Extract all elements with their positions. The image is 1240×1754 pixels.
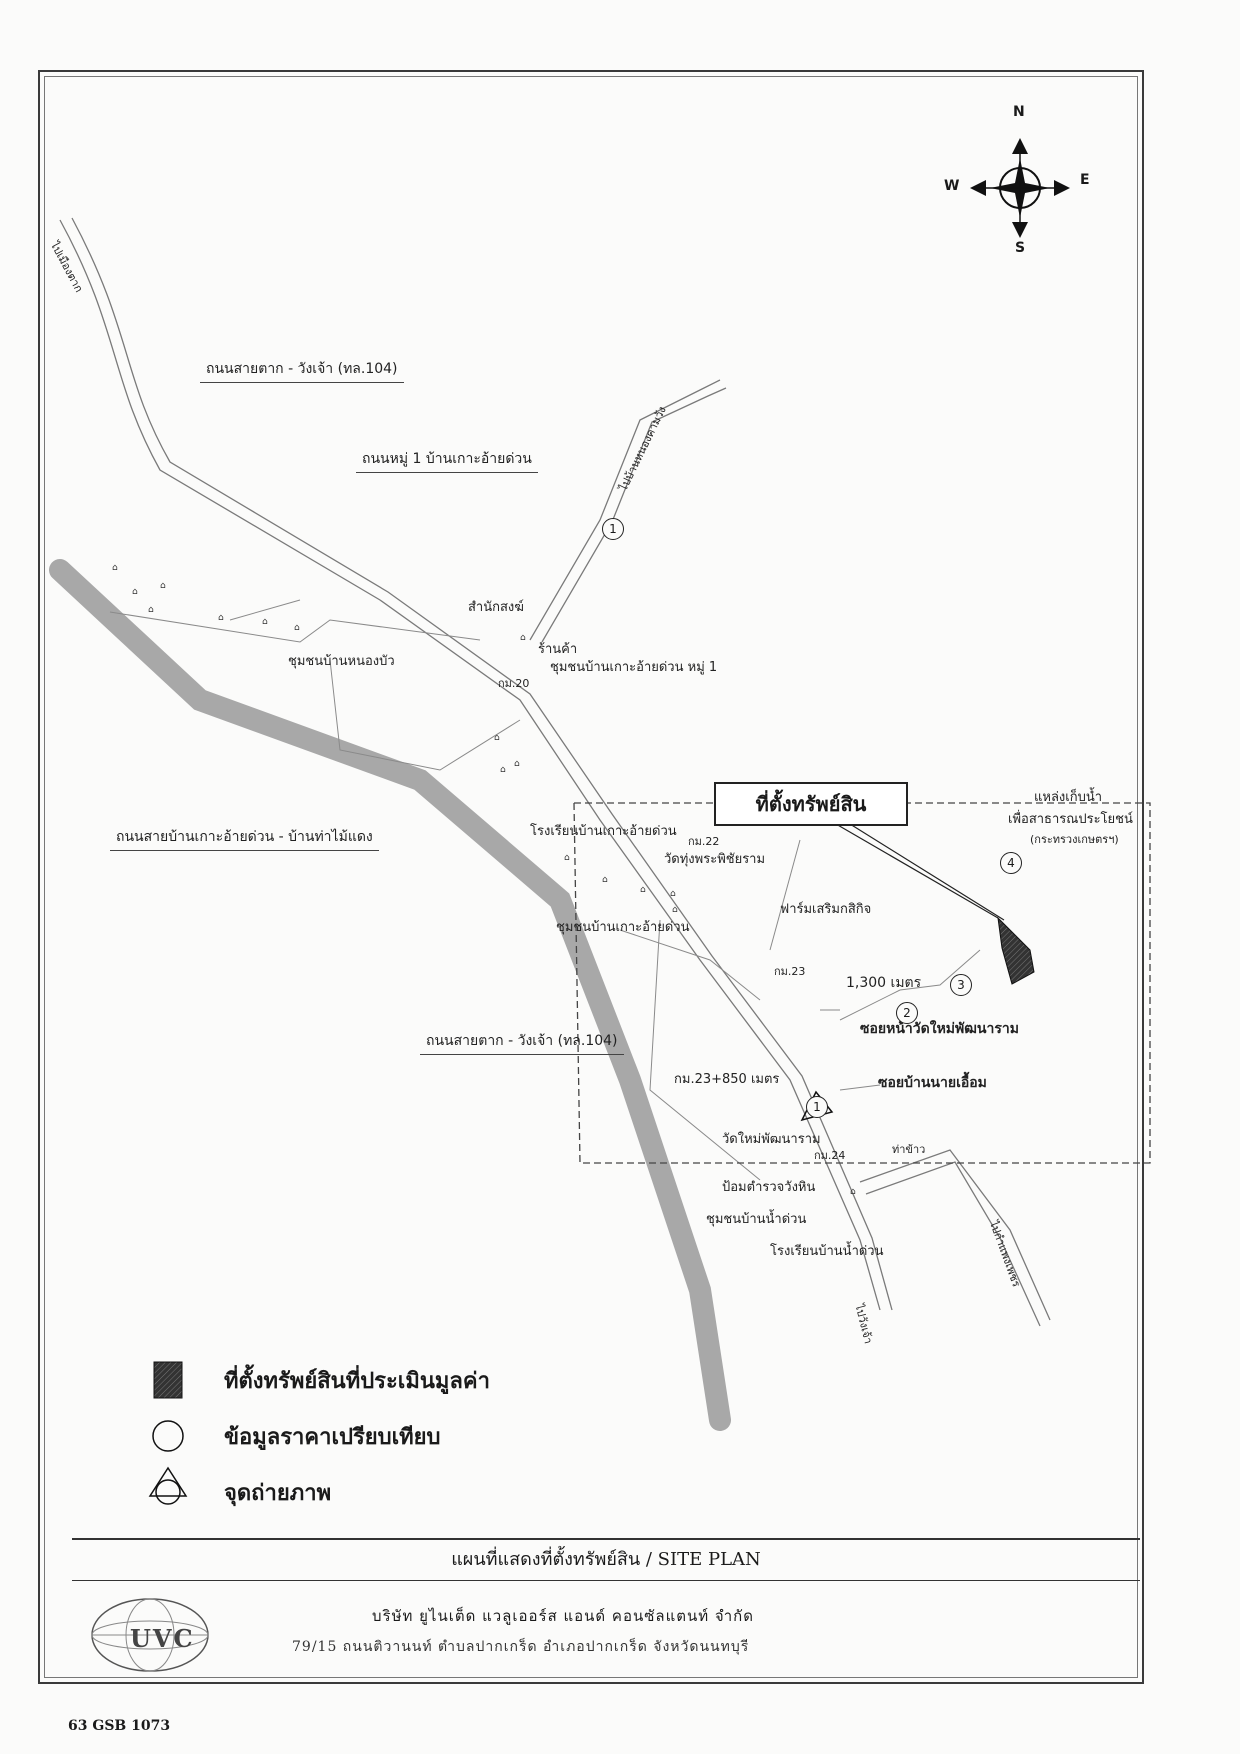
label-km23-850: กม.23+850 เมตร bbox=[674, 1072, 780, 1087]
legend-label-comparable: ข้อมูลราคาเปรียบเทียบ bbox=[224, 1424, 441, 1450]
label-sanak-song: สำนักสงฆ์ bbox=[468, 600, 524, 615]
svg-text:⌂: ⌂ bbox=[160, 581, 166, 591]
svg-text:⌂: ⌂ bbox=[132, 587, 138, 597]
svg-text:⌂: ⌂ bbox=[262, 617, 268, 627]
legend-property-icon bbox=[153, 1361, 183, 1399]
label-soi-nai: ซอยบ้านนายเอื้อม bbox=[878, 1075, 987, 1091]
compass-south: S bbox=[1015, 240, 1026, 256]
label-school-nam: โรงเรียนบ้านน้ำด่วน bbox=[770, 1244, 884, 1259]
highway-104 bbox=[59, 217, 893, 1311]
comparable-marker-2: 2 bbox=[896, 1002, 918, 1024]
svg-text:⌂: ⌂ bbox=[500, 765, 506, 775]
road-label-tha-mai-daeng: ถนนสายบ้านเกาะอ้ายด่วน - บ้านท่าไม้แดง bbox=[110, 826, 379, 851]
label-nong-bua: ชุมชนบ้านหนองบัว bbox=[288, 654, 395, 669]
legend-row-photo: จุดถ่ายภาพ bbox=[206, 1464, 490, 1520]
label-community-moo1: ชุมชนบ้านเกาะอ้ายด่วน หมู่ 1 bbox=[550, 660, 718, 675]
comparable-marker-4: 4 bbox=[1000, 852, 1022, 874]
label-police: ป้อมตำรวจวังหิน bbox=[722, 1180, 816, 1195]
legend-row-property: ที่ตั้งทรัพย์สินที่ประเมินมูลค่า bbox=[206, 1352, 490, 1408]
road-label-moo1: ถนนหมู่ 1 บ้านเกาะอ้ายด่วน bbox=[356, 448, 538, 473]
comparable-marker-3: 3 bbox=[950, 974, 972, 996]
uvc-logo-text: UVC bbox=[130, 1624, 195, 1653]
label-km22: กม.22 bbox=[688, 835, 720, 848]
compass-rose bbox=[970, 138, 1070, 238]
svg-text:⌂: ⌂ bbox=[672, 905, 678, 915]
legend-photo-icon bbox=[148, 1466, 188, 1505]
callout-leader bbox=[835, 823, 1005, 921]
svg-text:⌂: ⌂ bbox=[640, 885, 646, 895]
svg-text:⌂: ⌂ bbox=[494, 733, 500, 743]
minor-roads bbox=[109, 599, 981, 1181]
legend-comparable-icon bbox=[152, 1420, 184, 1452]
compass-east: E bbox=[1080, 172, 1090, 188]
svg-text:⌂: ⌂ bbox=[218, 613, 224, 623]
road-label-104-bottom: ถนนสายตาก - วังเจ้า (ทล.104) bbox=[420, 1030, 624, 1055]
site-plan-title: แผนที่แสดงที่ตั้งทรัพย์สิน / SITE PLAN bbox=[72, 1540, 1140, 1581]
company-address: 79/15 ถนนติวานนท์ ตำบลปากเกร็ด อำเภอปากเ… bbox=[292, 1639, 750, 1655]
label-soi-wat: ซอยหน้าวัดใหม่พัฒนาราม bbox=[860, 1021, 1019, 1037]
label-community-nam: ชุมชนบ้านน้ำด่วน bbox=[706, 1212, 807, 1227]
compass-north: N bbox=[1013, 104, 1025, 120]
label-reservoir-1: แหล่งเก็บน้ำ bbox=[1034, 790, 1103, 805]
label-tha-khao: ท่าข้าว bbox=[892, 1143, 926, 1156]
svg-text:⌂: ⌂ bbox=[514, 759, 520, 769]
map-sheet bbox=[38, 70, 1144, 1684]
map-legend: ที่ตั้งทรัพย์สินที่ประเมินมูลค่า ข้อมูลร… bbox=[150, 1352, 490, 1520]
label-community-ko: ชุมชนบ้านเกาะอ้ายด่วน bbox=[556, 920, 690, 935]
label-farm: ฟาร์มเสริมกสิกิจ bbox=[780, 902, 872, 917]
svg-text:⌂: ⌂ bbox=[602, 875, 608, 885]
legend-label-photo: จุดถ่ายภาพ bbox=[224, 1480, 332, 1506]
label-km24: กม.24 bbox=[814, 1149, 846, 1162]
label-shop: ร้านค้า bbox=[538, 642, 578, 657]
label-school-ko: โรงเรียนบ้านเกาะอ้ายด่วน bbox=[530, 824, 677, 839]
label-km23: กม.23 bbox=[774, 965, 806, 978]
comparable-marker-1: 1 bbox=[602, 518, 624, 540]
svg-text:⌂: ⌂ bbox=[564, 853, 570, 863]
label-distance: 1,300 เมตร bbox=[846, 975, 922, 991]
river bbox=[49, 559, 731, 1431]
road-to-nong-kham bbox=[529, 379, 727, 643]
label-wat-thung: วัดทุ่งพระพิชัยราม bbox=[664, 852, 766, 867]
svg-text:⌂: ⌂ bbox=[148, 605, 154, 615]
legend-row-comparable: ข้อมูลราคาเปรียบเทียบ bbox=[206, 1408, 490, 1464]
svg-text:⌂: ⌂ bbox=[850, 1187, 856, 1197]
svg-text:⌂: ⌂ bbox=[670, 889, 676, 899]
property-parcel bbox=[997, 916, 1035, 985]
label-reservoir-3: (กระทรวงเกษตรฯ) bbox=[1030, 833, 1119, 846]
house-symbols: ⌂ ⌂ ⌂ ⌂ ⌂ ⌂ ⌂ ⌂ ⌂ ⌂ ⌂ ⌂ ⌂ ⌂ ⌂ ⌂ ⌂ bbox=[112, 563, 856, 1197]
road-to-kamphaeng bbox=[859, 1149, 1051, 1327]
label-reservoir-2: เพื่อสาธารณประโยชน์ bbox=[1008, 812, 1133, 827]
compass-west: W bbox=[944, 178, 960, 194]
svg-text:⌂: ⌂ bbox=[294, 623, 300, 633]
uvc-logo bbox=[91, 1598, 209, 1672]
svg-text:⌂: ⌂ bbox=[520, 633, 526, 643]
company-name: บริษัท ยูไนเต็ด แวลูเออร์ส แอนด์ คอนซัลแ… bbox=[372, 1607, 754, 1625]
svg-text:⌂: ⌂ bbox=[112, 563, 118, 573]
property-callout: ที่ตั้งทรัพย์สิน bbox=[714, 782, 908, 826]
title-block: แผนที่แสดงที่ตั้งทรัพย์สิน / SITE PLAN U… bbox=[72, 1538, 1140, 1674]
label-km20: กม.20 bbox=[498, 677, 530, 690]
document-number: 63 GSB 1073 bbox=[68, 1718, 171, 1734]
photo-marker-1: 1 bbox=[806, 1096, 828, 1118]
legend-label-property: ที่ตั้งทรัพย์สินที่ประเมินมูลค่า bbox=[224, 1368, 490, 1394]
road-label-104-top: ถนนสายตาก - วังเจ้า (ทล.104) bbox=[200, 358, 404, 383]
label-wat-mai: วัดใหม่พัฒนาราม bbox=[722, 1132, 821, 1147]
study-area-boundary bbox=[573, 802, 1151, 1164]
